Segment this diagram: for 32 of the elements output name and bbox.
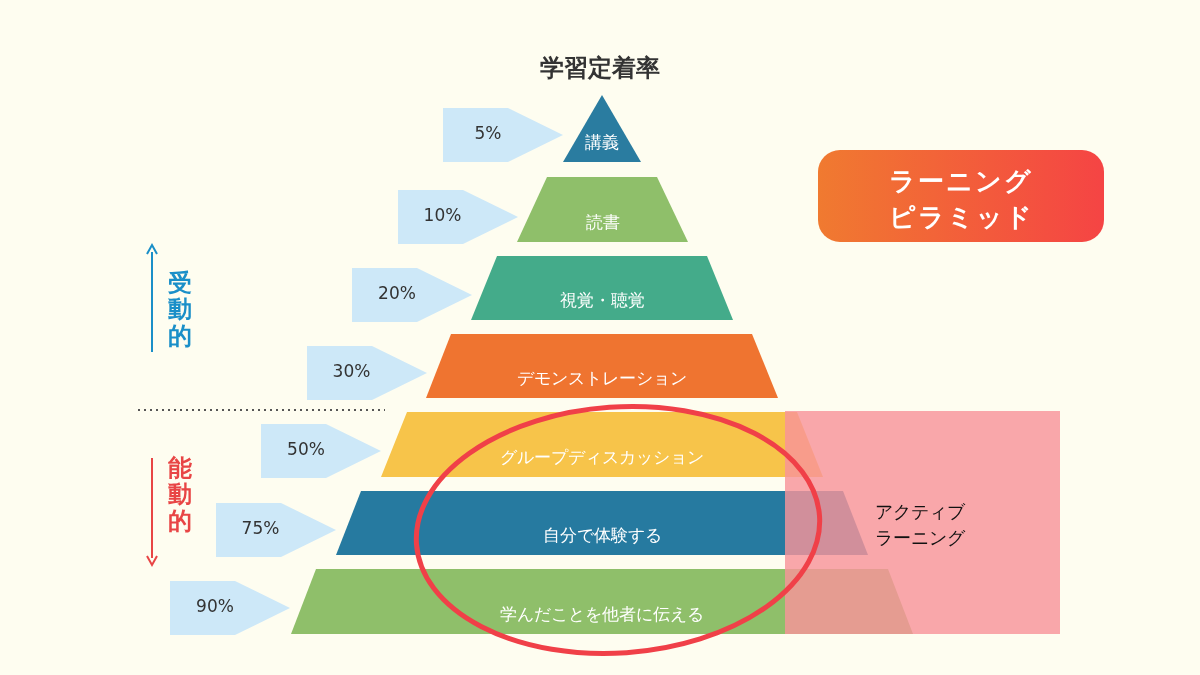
pyramid-layer xyxy=(517,177,688,242)
pyramid-layer xyxy=(426,334,778,398)
percent-label: 10% xyxy=(422,205,463,225)
percent-arrow-shape xyxy=(261,424,381,478)
layer-label: グループディスカッション xyxy=(499,446,705,469)
percent-label: 50% xyxy=(286,439,326,459)
percent-arrow-shape xyxy=(397,190,518,244)
title-badge xyxy=(818,150,1104,242)
percent-label: 75% xyxy=(240,518,281,538)
layer-label: 読書 xyxy=(584,211,621,234)
percent-arrow-shape xyxy=(306,346,427,400)
percent-arrow-shape xyxy=(170,581,290,635)
pyramid-layer xyxy=(563,95,641,162)
percent-label: 30% xyxy=(331,361,372,381)
layer-label: 学んだことを他者に伝える xyxy=(499,603,705,626)
layer-label: 自分で体験する xyxy=(541,524,663,547)
percent-label: 90% xyxy=(195,596,235,616)
badge-label: ラーニングピラミッド xyxy=(887,165,1035,235)
side-label: 能動的 xyxy=(168,455,192,535)
percent-arrow-shape xyxy=(215,503,336,557)
pyramid-layer xyxy=(471,256,733,320)
title: 学習定着率 xyxy=(539,53,661,84)
percent-arrow-shape xyxy=(352,268,472,322)
side-label: 受動的 xyxy=(168,270,192,350)
percent-label: 20% xyxy=(377,283,417,303)
highlight-area xyxy=(785,411,1060,634)
layer-label: 視覚・聴覚 xyxy=(558,289,646,312)
layer-label: デモンストレーション xyxy=(516,367,688,390)
percent-label: 5% xyxy=(473,123,503,143)
layer-label: 講義 xyxy=(584,131,620,154)
percent-arrow-shape xyxy=(443,108,563,162)
area-label: アクティブラーニング xyxy=(875,500,966,551)
